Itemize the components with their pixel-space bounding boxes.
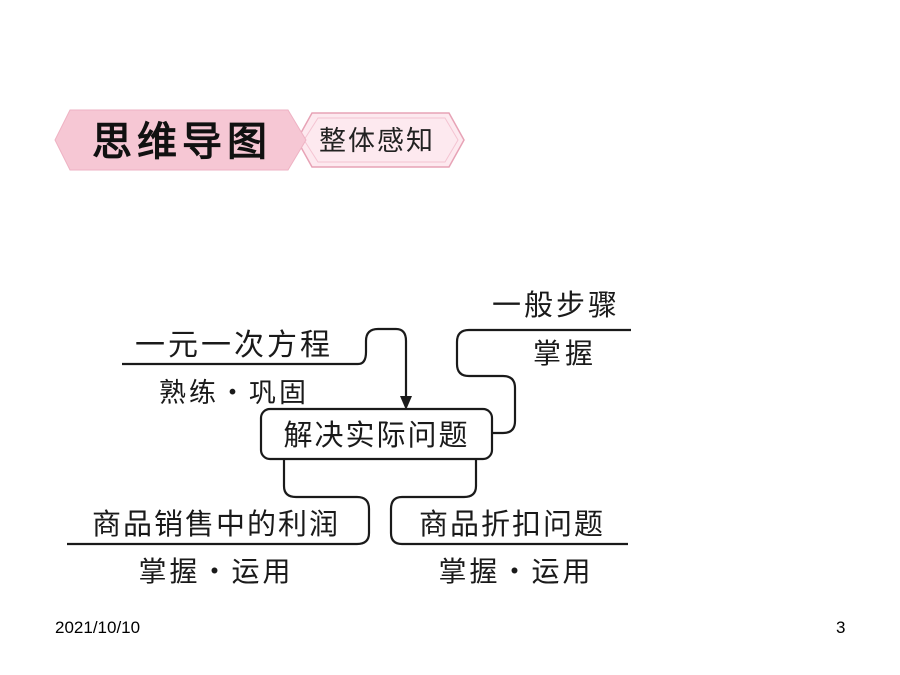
page-number: 3 — [836, 618, 846, 637]
branch-top-left: 一元一次方程 熟练・巩固 — [135, 328, 333, 409]
branch-bottom-right: 商品折扣问题 掌握・运用 — [419, 507, 605, 588]
header-banner: 思维导图 整体感知 — [54, 109, 465, 171]
center-node-box — [259, 407, 494, 461]
footer-date: 2021/10/10 — [55, 618, 141, 637]
center-node-label: 解决实际问题 — [283, 418, 469, 452]
branch-top-right-label: 一般步骤 — [492, 288, 620, 322]
connector-top-left — [122, 327, 408, 400]
header-subtitle: 整体感知 — [319, 126, 435, 157]
branch-top-left-label: 一元一次方程 — [135, 328, 333, 363]
arrow-head — [400, 396, 412, 410]
branch-bottom-right-label: 商品折扣问题 — [419, 507, 605, 541]
connector-bottom-right — [389, 459, 628, 546]
header-title: 思维导图 — [92, 119, 272, 165]
connector-top-right — [455, 328, 631, 435]
branch-bottom-left-note: 掌握・运用 — [138, 555, 293, 588]
branch-top-right-note: 掌握 — [533, 337, 597, 370]
title-tag-shape — [54, 109, 307, 171]
branch-top-right: 一般步骤 掌握 — [492, 288, 620, 370]
branch-top-left-note: 熟练・巩固 — [159, 378, 309, 409]
connectors — [67, 327, 631, 546]
branch-bottom-left-label: 商品销售中的利润 — [92, 507, 340, 541]
branch-bottom-right-note: 掌握・运用 — [438, 555, 593, 588]
connector-bottom-left — [67, 459, 371, 546]
center-node: 解决实际问题 — [259, 407, 494, 461]
branch-bottom-left: 商品销售中的利润 掌握・运用 — [92, 507, 340, 588]
